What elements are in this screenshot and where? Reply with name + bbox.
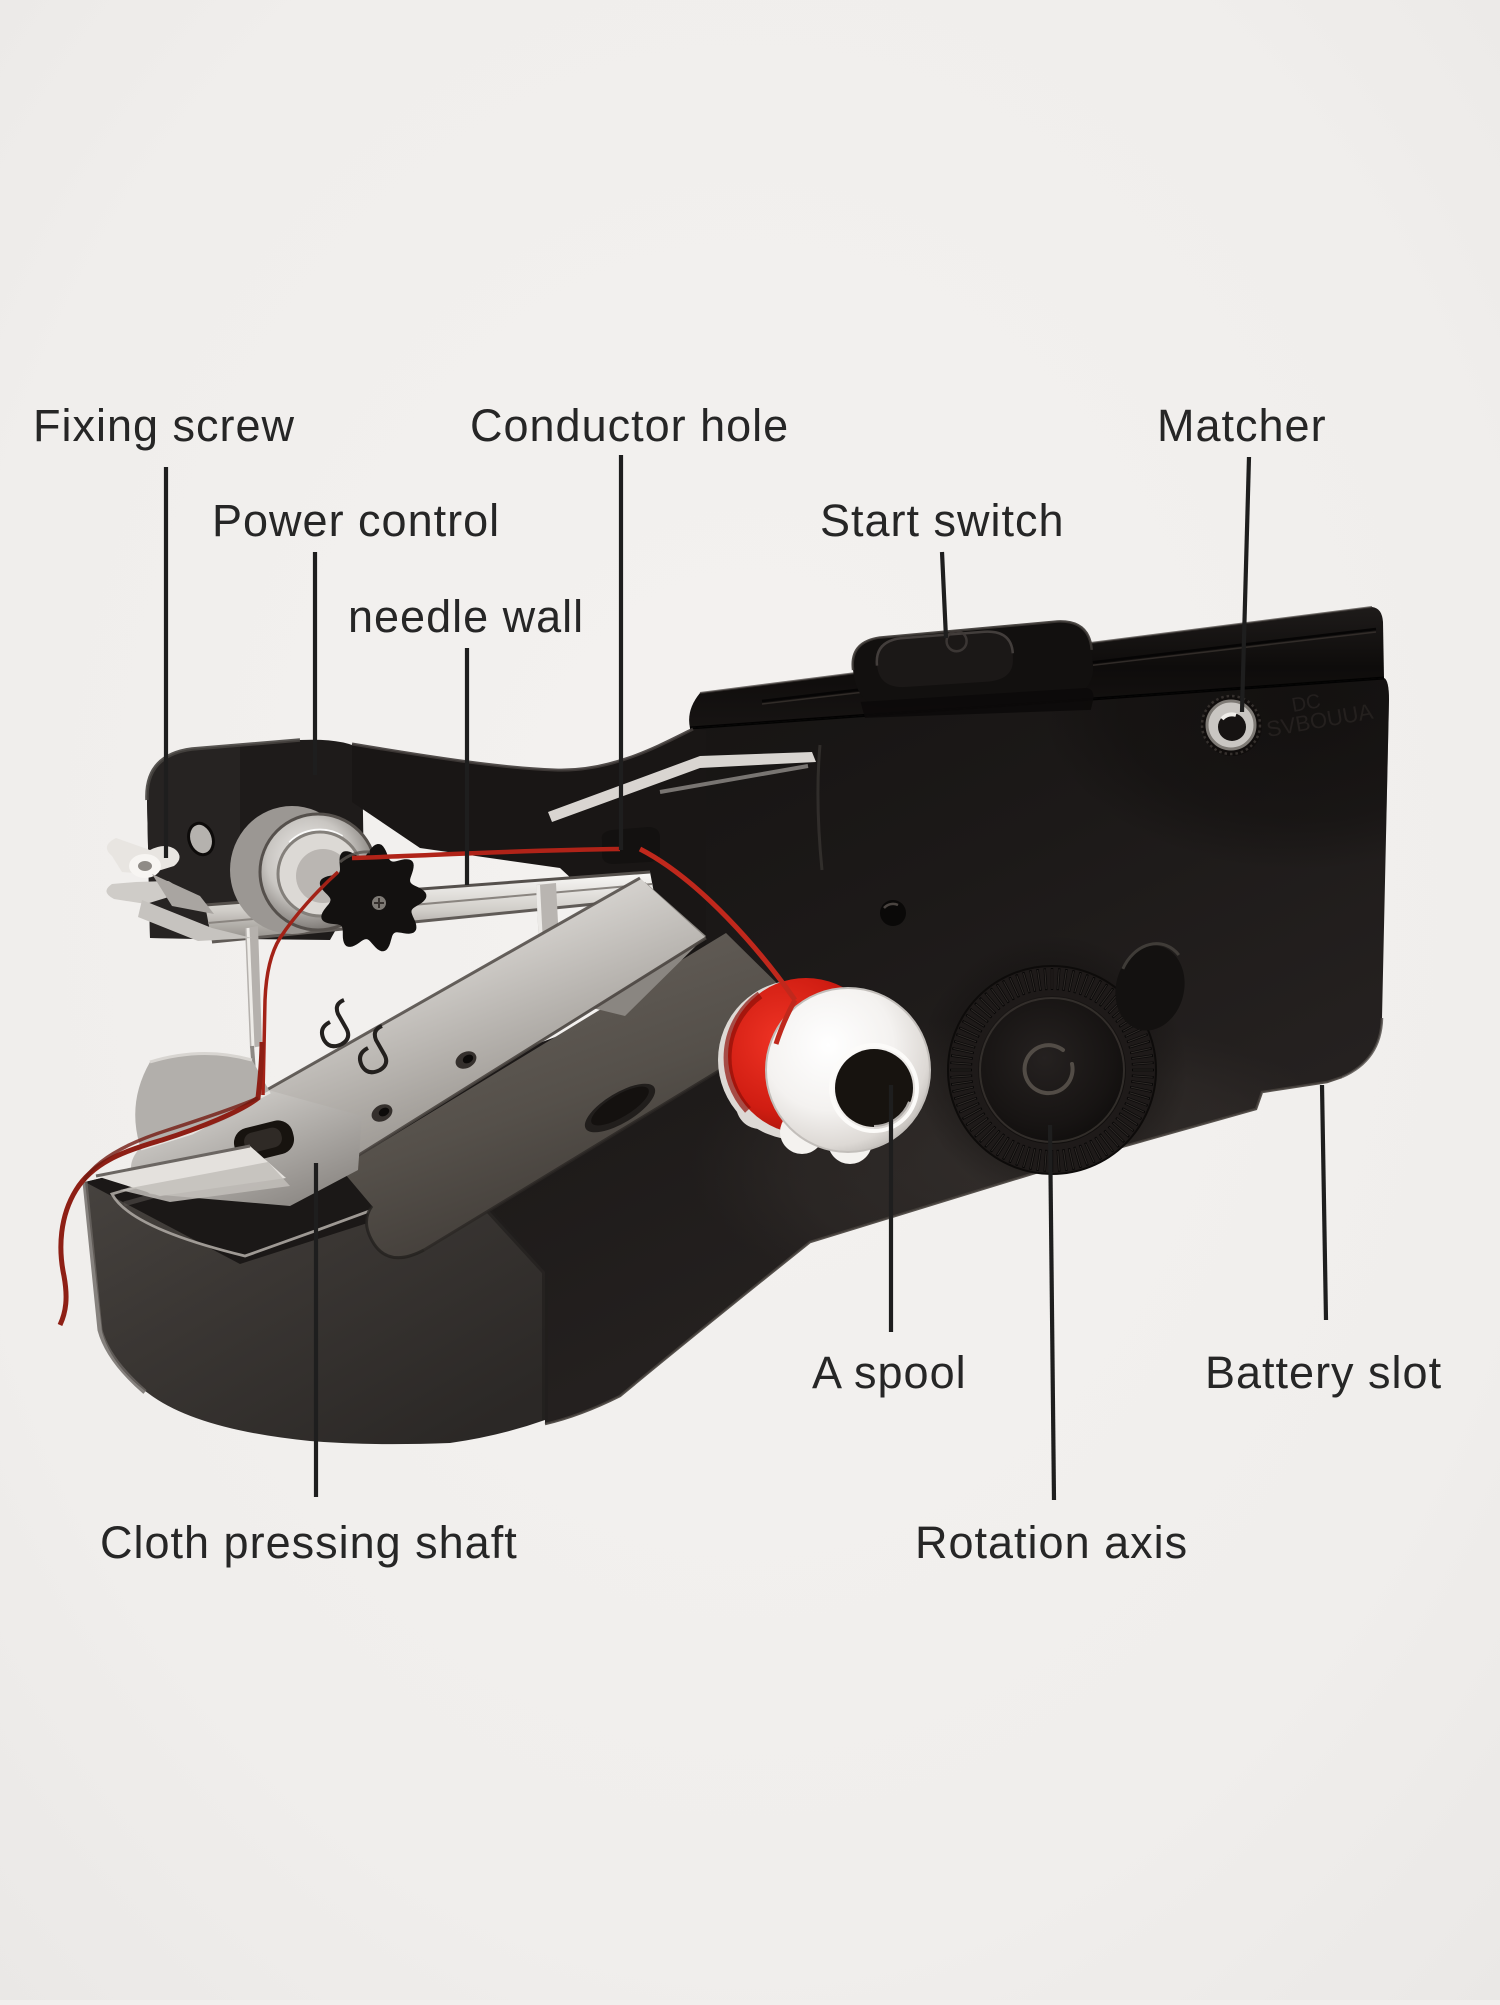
svg-text:Cloth pressing shaft: Cloth pressing shaft — [100, 1517, 518, 1568]
svg-text:A spool: A spool — [812, 1347, 967, 1398]
svg-text:Rotation axis: Rotation axis — [915, 1517, 1188, 1568]
svg-text:Power control: Power control — [212, 495, 500, 546]
svg-text:needle wall: needle wall — [348, 591, 584, 642]
svg-text:Start switch: Start switch — [820, 495, 1065, 546]
svg-text:Conductor hole: Conductor hole — [470, 400, 789, 451]
svg-text:Matcher: Matcher — [1157, 400, 1327, 451]
svg-text:DC: DC — [1290, 690, 1322, 717]
svg-text:Fixing screw: Fixing screw — [33, 400, 295, 451]
svg-text:Battery slot: Battery slot — [1205, 1347, 1442, 1398]
